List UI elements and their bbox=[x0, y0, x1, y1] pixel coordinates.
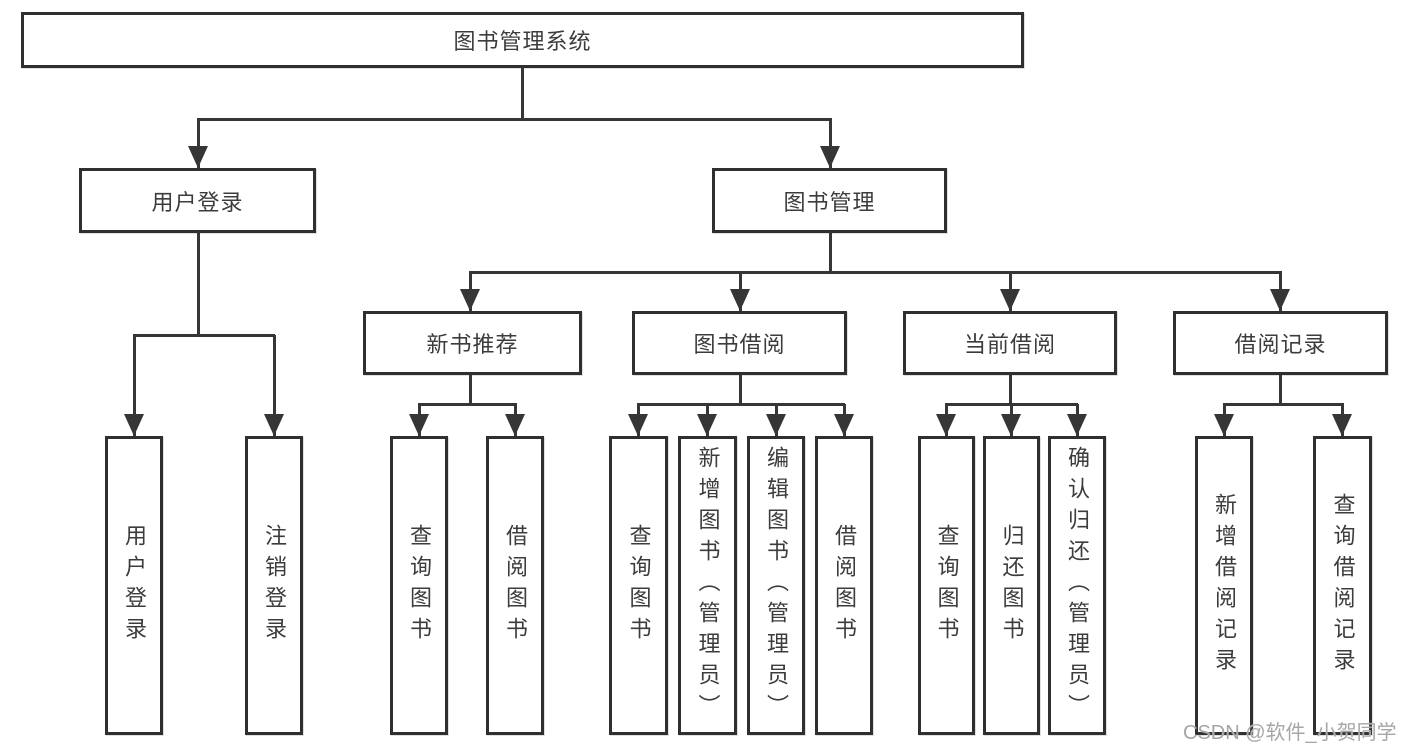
arrowhead-down-icon bbox=[409, 414, 429, 436]
leaf-label: 查询图书 bbox=[407, 523, 432, 648]
leaf-return-books: 归还图书 bbox=[983, 436, 1040, 735]
node-library-management-system: 图书管理系统 bbox=[21, 12, 1024, 68]
node-label: 图书管理 bbox=[783, 189, 876, 215]
arrowhead-down-icon bbox=[188, 146, 208, 168]
node-label: 图书管理系统 bbox=[453, 29, 592, 54]
connector-vline bbox=[469, 375, 472, 405]
leaf-label: 查询图书 bbox=[934, 523, 960, 648]
arrowhead-down-icon bbox=[460, 289, 480, 311]
arrowhead-down-icon bbox=[264, 414, 284, 436]
arrowhead-down-icon bbox=[1214, 414, 1234, 436]
node-label: 借阅记录 bbox=[1234, 332, 1327, 357]
connector-vline bbox=[197, 232, 200, 336]
leaf-label: 借阅图书 bbox=[832, 523, 857, 648]
connector-vline bbox=[829, 232, 832, 274]
leaf-edit-books-admin: 编辑图书（管理员） bbox=[747, 436, 805, 735]
leaf-label: 用户登录 bbox=[122, 523, 147, 648]
connector-vline bbox=[829, 119, 832, 168]
node-book-borrow: 图书借阅 bbox=[632, 311, 847, 375]
connector-vline bbox=[521, 67, 524, 119]
leaf-confirm-return-admin: 确认归还（管理员） bbox=[1048, 436, 1106, 735]
arrowhead-down-icon bbox=[1001, 414, 1021, 436]
arrowhead-down-icon bbox=[730, 289, 750, 311]
leaf-query-books-borrow: 查询图书 bbox=[609, 436, 668, 735]
arrowhead-down-icon bbox=[936, 414, 956, 436]
arrowhead-down-icon bbox=[1067, 414, 1087, 436]
leaf-label: 查询借阅记录 bbox=[1330, 492, 1356, 679]
leaf-borrow-books-recommend: 借阅图书 bbox=[486, 436, 544, 735]
connector-hline bbox=[418, 403, 517, 406]
leaf-query-borrow-record: 查询借阅记录 bbox=[1313, 436, 1372, 735]
connector-vline bbox=[273, 335, 276, 436]
arrowhead-down-icon bbox=[697, 414, 717, 436]
node-borrow-records: 借阅记录 bbox=[1173, 311, 1388, 375]
leaf-query-books-current: 查询图书 bbox=[918, 436, 975, 735]
arrowhead-down-icon bbox=[628, 414, 648, 436]
leaf-user-login: 用户登录 bbox=[105, 436, 163, 735]
leaf-label: 编辑图书（管理员） bbox=[764, 446, 789, 725]
arrowhead-down-icon bbox=[124, 414, 144, 436]
connector-hline bbox=[197, 118, 832, 121]
connector-vline bbox=[1279, 375, 1282, 405]
leaf-add-books-admin: 新增图书（管理员） bbox=[678, 436, 737, 735]
connector-hline bbox=[133, 334, 275, 337]
connector-vline bbox=[133, 335, 136, 436]
connector-hline bbox=[637, 403, 845, 406]
leaf-label: 新增借阅记录 bbox=[1212, 492, 1237, 679]
leaf-add-borrow-record: 新增借阅记录 bbox=[1195, 436, 1253, 735]
node-label: 新书推荐 bbox=[426, 332, 519, 357]
arrowhead-down-icon bbox=[505, 414, 525, 436]
connector-vline bbox=[1009, 375, 1012, 405]
node-current-borrow: 当前借阅 bbox=[903, 311, 1117, 375]
leaf-borrow-books: 借阅图书 bbox=[815, 436, 873, 735]
arrowhead-down-icon bbox=[820, 146, 840, 168]
leaf-label: 注销登录 bbox=[262, 523, 287, 648]
node-label: 用户登录 bbox=[151, 189, 244, 215]
arrowhead-down-icon bbox=[834, 414, 854, 436]
leaf-label: 借阅图书 bbox=[503, 523, 528, 648]
leaf-label: 新增图书（管理员） bbox=[695, 446, 721, 725]
leaf-label: 确认归还（管理员） bbox=[1065, 446, 1090, 725]
leaf-label: 查询图书 bbox=[626, 523, 652, 648]
node-new-book-recommend: 新书推荐 bbox=[363, 311, 582, 375]
connector-vline bbox=[739, 375, 742, 405]
arrowhead-down-icon bbox=[766, 414, 786, 436]
node-user-login: 用户登录 bbox=[79, 168, 316, 233]
leaf-query-books-recommend: 查询图书 bbox=[390, 436, 448, 735]
arrowhead-down-icon bbox=[1000, 289, 1020, 311]
arrowhead-down-icon bbox=[1270, 289, 1290, 311]
connector-hline bbox=[469, 271, 1282, 274]
leaf-logout: 注销登录 bbox=[245, 436, 303, 735]
node-book-management: 图书管理 bbox=[712, 168, 947, 233]
watermark: CSDN @软件_小贺同学 bbox=[1183, 722, 1397, 744]
connector-vline bbox=[197, 119, 200, 168]
connector-hline bbox=[1223, 403, 1344, 406]
arrowhead-down-icon bbox=[1332, 414, 1352, 436]
node-label: 图书借阅 bbox=[693, 332, 786, 357]
node-label: 当前借阅 bbox=[963, 332, 1056, 357]
leaf-label: 归还图书 bbox=[999, 523, 1025, 648]
